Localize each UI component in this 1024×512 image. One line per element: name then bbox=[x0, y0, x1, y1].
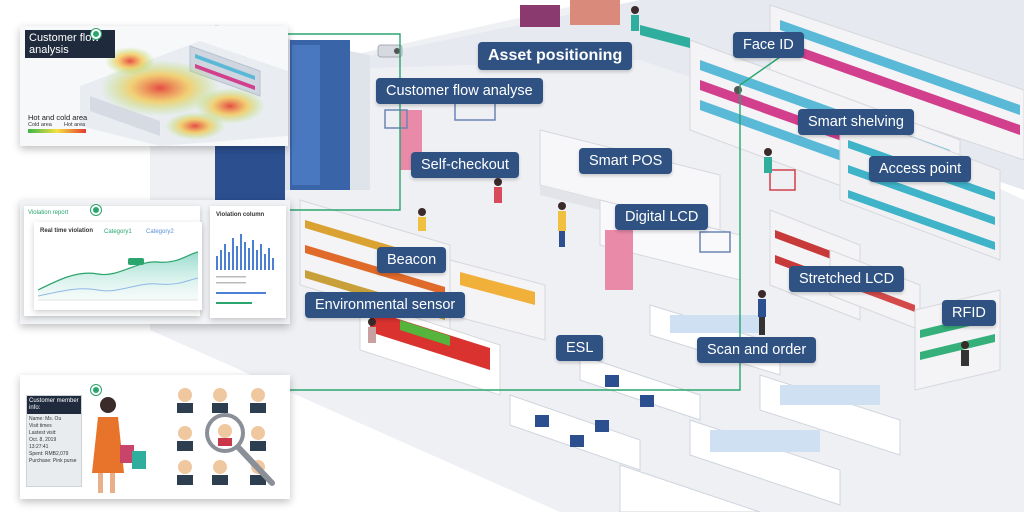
member-info-line: Spent: RMB2,079 bbox=[29, 451, 69, 457]
label-asset-positioning: Asset positioning bbox=[478, 42, 633, 70]
member-info-line: Oct. 8, 2019 bbox=[29, 437, 57, 443]
label-scan-and-order: Scan and order bbox=[697, 337, 817, 363]
member-info-line: Purchase: Pink purse bbox=[29, 458, 77, 464]
label-esl: ESL bbox=[556, 335, 604, 361]
real-time-violation-title: Real time violation bbox=[40, 228, 94, 234]
label-smart-shelving: Smart shelving bbox=[798, 109, 914, 135]
heatmap-floorplan bbox=[28, 41, 288, 146]
heatmap-title: Customer flow analysis bbox=[25, 30, 115, 58]
legend-category-b: Category2 bbox=[146, 229, 174, 235]
label-customer-flow-analyse: Customer flow analyse bbox=[376, 78, 543, 104]
connector-dot-heatmap bbox=[91, 29, 101, 39]
legend-category-a: Category1 bbox=[104, 229, 132, 235]
heatmap-legend-title: Hot and cold area bbox=[28, 113, 88, 122]
violation-report-card: Violation report Real time violation Cat… bbox=[20, 200, 290, 324]
violation-column-chart bbox=[216, 234, 274, 304]
member-info-line: Name: Ms. Ou bbox=[29, 416, 62, 422]
label-beacon: Beacon bbox=[377, 247, 447, 273]
connector-dot-violation bbox=[91, 205, 101, 215]
security-camera-icon bbox=[377, 44, 742, 94]
violation-area-chart bbox=[38, 251, 198, 301]
label-environmental-sensor: Environmental sensor bbox=[305, 292, 466, 318]
top-stalls bbox=[520, 0, 690, 48]
member-illustration bbox=[92, 388, 275, 493]
label-self-checkout: Self-checkout bbox=[411, 152, 519, 178]
label-face-id: Face ID bbox=[733, 32, 804, 58]
real-time-violation-chart: Real time violation Category1 Category2 bbox=[34, 222, 202, 310]
violation-column-title: Violation column bbox=[216, 212, 265, 218]
heatmap-cold-label: Cold area bbox=[28, 122, 52, 128]
label-stretched-lcd: Stretched LCD bbox=[789, 266, 905, 292]
customer-flow-heatmap-card: Customer flow analysis Hot and cold area… bbox=[20, 26, 288, 146]
member-info-line: Lastest visit: bbox=[29, 430, 57, 436]
member-info-title: Customer member info: bbox=[27, 396, 81, 414]
smart-shelves bbox=[689, 4, 1024, 261]
heatmap-hot-label: Hot area bbox=[64, 122, 86, 128]
shoppers bbox=[368, 6, 969, 366]
member-info-line: 13:27:41 bbox=[29, 444, 49, 450]
label-digital-lcd: Digital LCD bbox=[615, 204, 709, 230]
violation-report-title: Violation report bbox=[28, 210, 69, 216]
label-access-point: Access point bbox=[869, 156, 972, 182]
violation-column-panel: Violation column bbox=[210, 206, 286, 318]
label-rfid: RFID bbox=[942, 300, 996, 326]
label-smart-pos: Smart POS bbox=[579, 148, 673, 174]
connector-dot-member bbox=[91, 385, 101, 395]
member-info-line: Visit times bbox=[29, 423, 52, 429]
